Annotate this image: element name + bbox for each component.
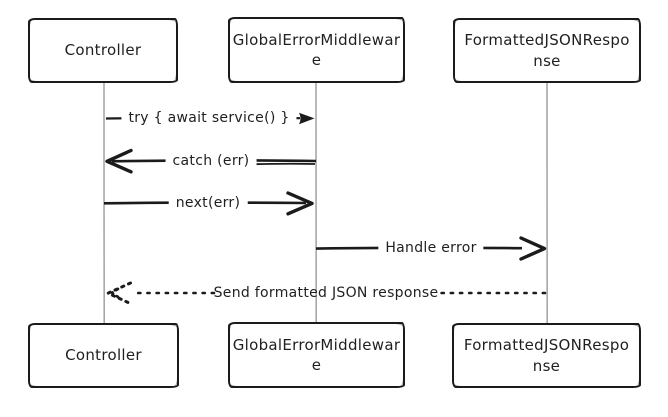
message-label-send-response: Send formatted JSON response [213,285,439,301]
arrowhead-open-right-icon [519,236,547,261]
arrowhead-open-left-icon [105,148,133,174]
participant-label: Controller [65,346,142,365]
participant-label: GlobalErrorMiddlewar e [232,335,401,374]
participant-box-response-top: FormattedJSONRespo nse [453,18,641,83]
arrowhead-dotted-left-icon [106,281,132,306]
message-label-handle-error: Handle error [378,240,484,256]
participant-label: FormattedJSONRespo nse [464,31,630,70]
arrowhead-small-right-icon [299,112,315,125]
participant-box-controller-top: Controller [28,18,178,83]
arrowhead-dotted-left-inner-icon [109,287,120,299]
participant-label: FormattedJSONRespo nse [463,336,630,375]
participant-box-middleware-bottom: GlobalErrorMiddlewar e [228,322,405,388]
message-label-try-service: try { await service() } [121,110,297,126]
participant-box-controller-bottom: Controller [28,323,179,388]
message-label-catch-err: catch (err) [165,153,257,169]
message-label-next-err: next(err) [168,195,248,211]
arrowhead-open-right-icon [286,191,314,216]
participant-label: GlobalErrorMiddlewar e [232,30,401,69]
participant-box-response-bottom: FormattedJSONRespo nse [452,323,641,388]
participant-box-middleware-top: GlobalErrorMiddlewar e [228,17,405,83]
participant-label: Controller [64,41,142,60]
